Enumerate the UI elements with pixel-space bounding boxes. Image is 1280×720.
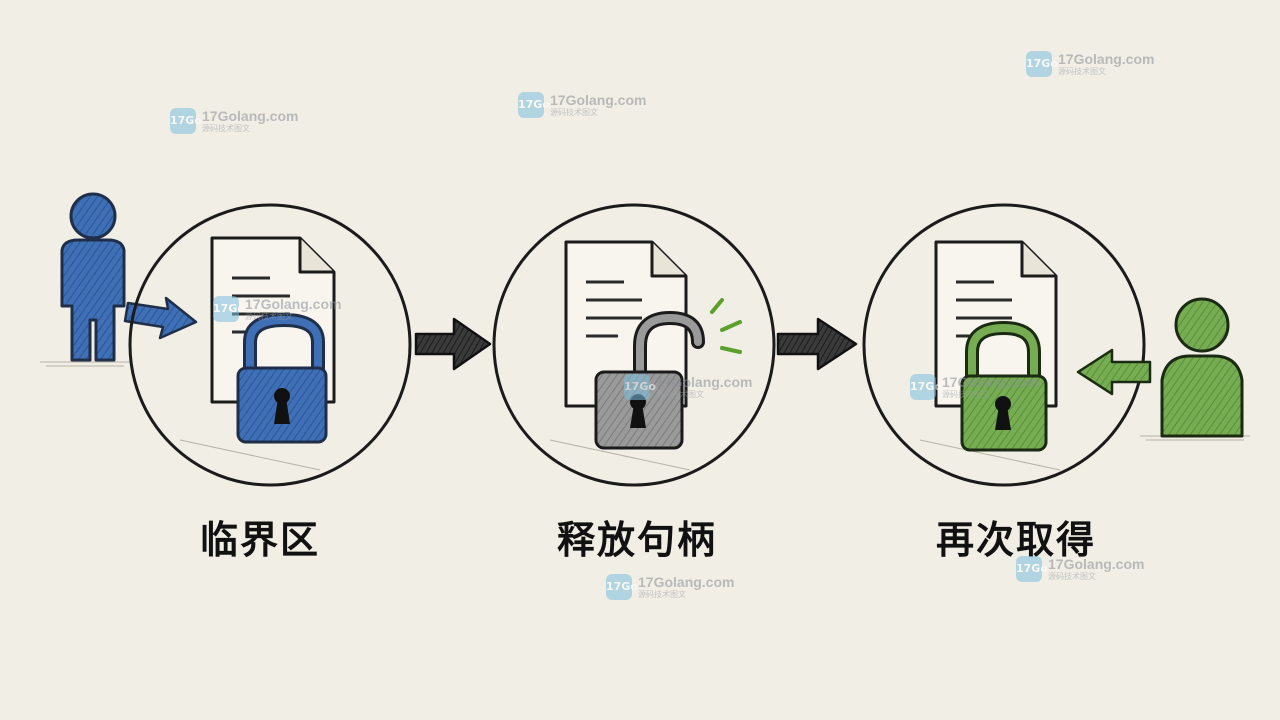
watermark-sub: 源码技术图文: [550, 108, 598, 117]
watermark: 17Go 17Golang.com 源码技术图文: [1016, 556, 1144, 582]
step-label-critical-section: 临界区: [199, 518, 320, 562]
watermark-site: 17Golang.com: [942, 374, 1039, 390]
watermark: 17Go 17Golang.com 源码技术图文: [213, 296, 341, 322]
watermark-logo-icon: 17Go: [1026, 51, 1058, 77]
watermark: 17Go 17Golang.com 源码技术图文: [170, 108, 298, 134]
step-2-circle: [492, 203, 776, 487]
watermark-sub: 源码技术图文: [942, 390, 990, 399]
step-label-reacquire: 再次取得: [935, 518, 1096, 562]
watermark-logo-icon: 17Go: [910, 374, 942, 400]
watermark-sub: 源码技术图文: [1048, 572, 1096, 581]
ground-shadow: [40, 361, 1250, 471]
watermark-logo-icon: 17Go: [624, 374, 656, 400]
lock-icon-locked-blue: [236, 312, 328, 444]
person-icon-blue: [60, 192, 126, 362]
watermark-site: 17Golang.com: [638, 574, 735, 590]
step-3-circle: [862, 203, 1146, 487]
watermark-site: 17Golang.com: [1048, 556, 1145, 572]
release-spark-icon: [710, 298, 742, 354]
watermark-logo-icon: 17Go: [1016, 556, 1048, 582]
watermark-site: 17Golang.com: [656, 374, 753, 390]
watermark-logo-icon: 17Go: [213, 296, 245, 322]
watermark-sub: 源码技术图文: [1058, 67, 1106, 76]
watermark-site: 17Golang.com: [1058, 51, 1155, 67]
lock-icon-locked-green: [960, 320, 1048, 452]
flow-arrow-icon: [414, 317, 492, 371]
watermark: 17Go 17Golang.com 源码技术图文: [910, 374, 1038, 400]
watermark-site: 17Golang.com: [550, 92, 647, 108]
enter-arrow-icon: [1076, 348, 1152, 396]
watermark-site: 17Golang.com: [245, 296, 342, 312]
watermark-sub: 源码技术图文: [638, 590, 686, 599]
watermark-sub: 源码技术图文: [656, 390, 704, 399]
watermark-logo-icon: 17Go: [606, 574, 638, 600]
document-icon: [564, 240, 688, 408]
person-icon-green: [1160, 297, 1244, 438]
watermark-logo-icon: 17Go: [518, 92, 550, 118]
step-1-circle: [128, 203, 412, 487]
watermark: 17Go 17Golang.com 源码技术图文: [606, 574, 734, 600]
watermark: 17Go 17Golang.com 源码技术图文: [1026, 51, 1154, 77]
watermark-logo-icon: 17Go: [170, 108, 202, 134]
lock-icon-unlocked-gray: [594, 310, 705, 450]
watermark-sub: 源码技术图文: [202, 124, 250, 133]
watermark: 17Go 17Golang.com 源码技术图文: [624, 374, 752, 400]
watermark: 17Go 17Golang.com 源码技术图文: [518, 92, 646, 118]
step-label-release-handle: 释放句柄: [556, 518, 717, 562]
flow-arrow-icon: [776, 317, 858, 371]
watermark-site: 17Golang.com: [202, 108, 299, 124]
watermark-sub: 源码技术图文: [245, 312, 293, 321]
